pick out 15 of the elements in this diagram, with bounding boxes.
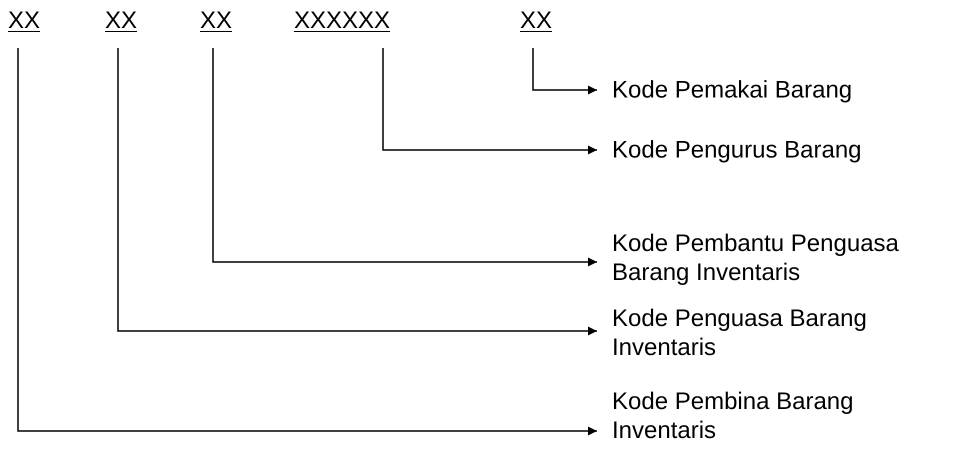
connector-arrow <box>212 48 597 266</box>
code-text: XXXXXX <box>294 6 390 36</box>
connector-arrow <box>117 48 597 336</box>
code-text: XX <box>8 6 40 36</box>
connector-arrow <box>532 48 597 94</box>
code-description: Kode Pembantu Penguasa Barang Inventaris <box>597 229 963 287</box>
code-description: Kode Pengurus Barang <box>597 136 957 164</box>
code-text: XX <box>200 6 232 36</box>
code-text: XX <box>105 6 138 36</box>
connector-arrow <box>17 48 597 436</box>
code-text: XX <box>520 6 552 36</box>
code-description: Kode Pembina Barang Inventaris <box>597 387 927 445</box>
code-description: Kode Pemakai Barang <box>597 76 957 104</box>
code-description: Kode Penguasa Barang Inventaris <box>597 304 927 362</box>
connector-arrow <box>382 48 597 154</box>
